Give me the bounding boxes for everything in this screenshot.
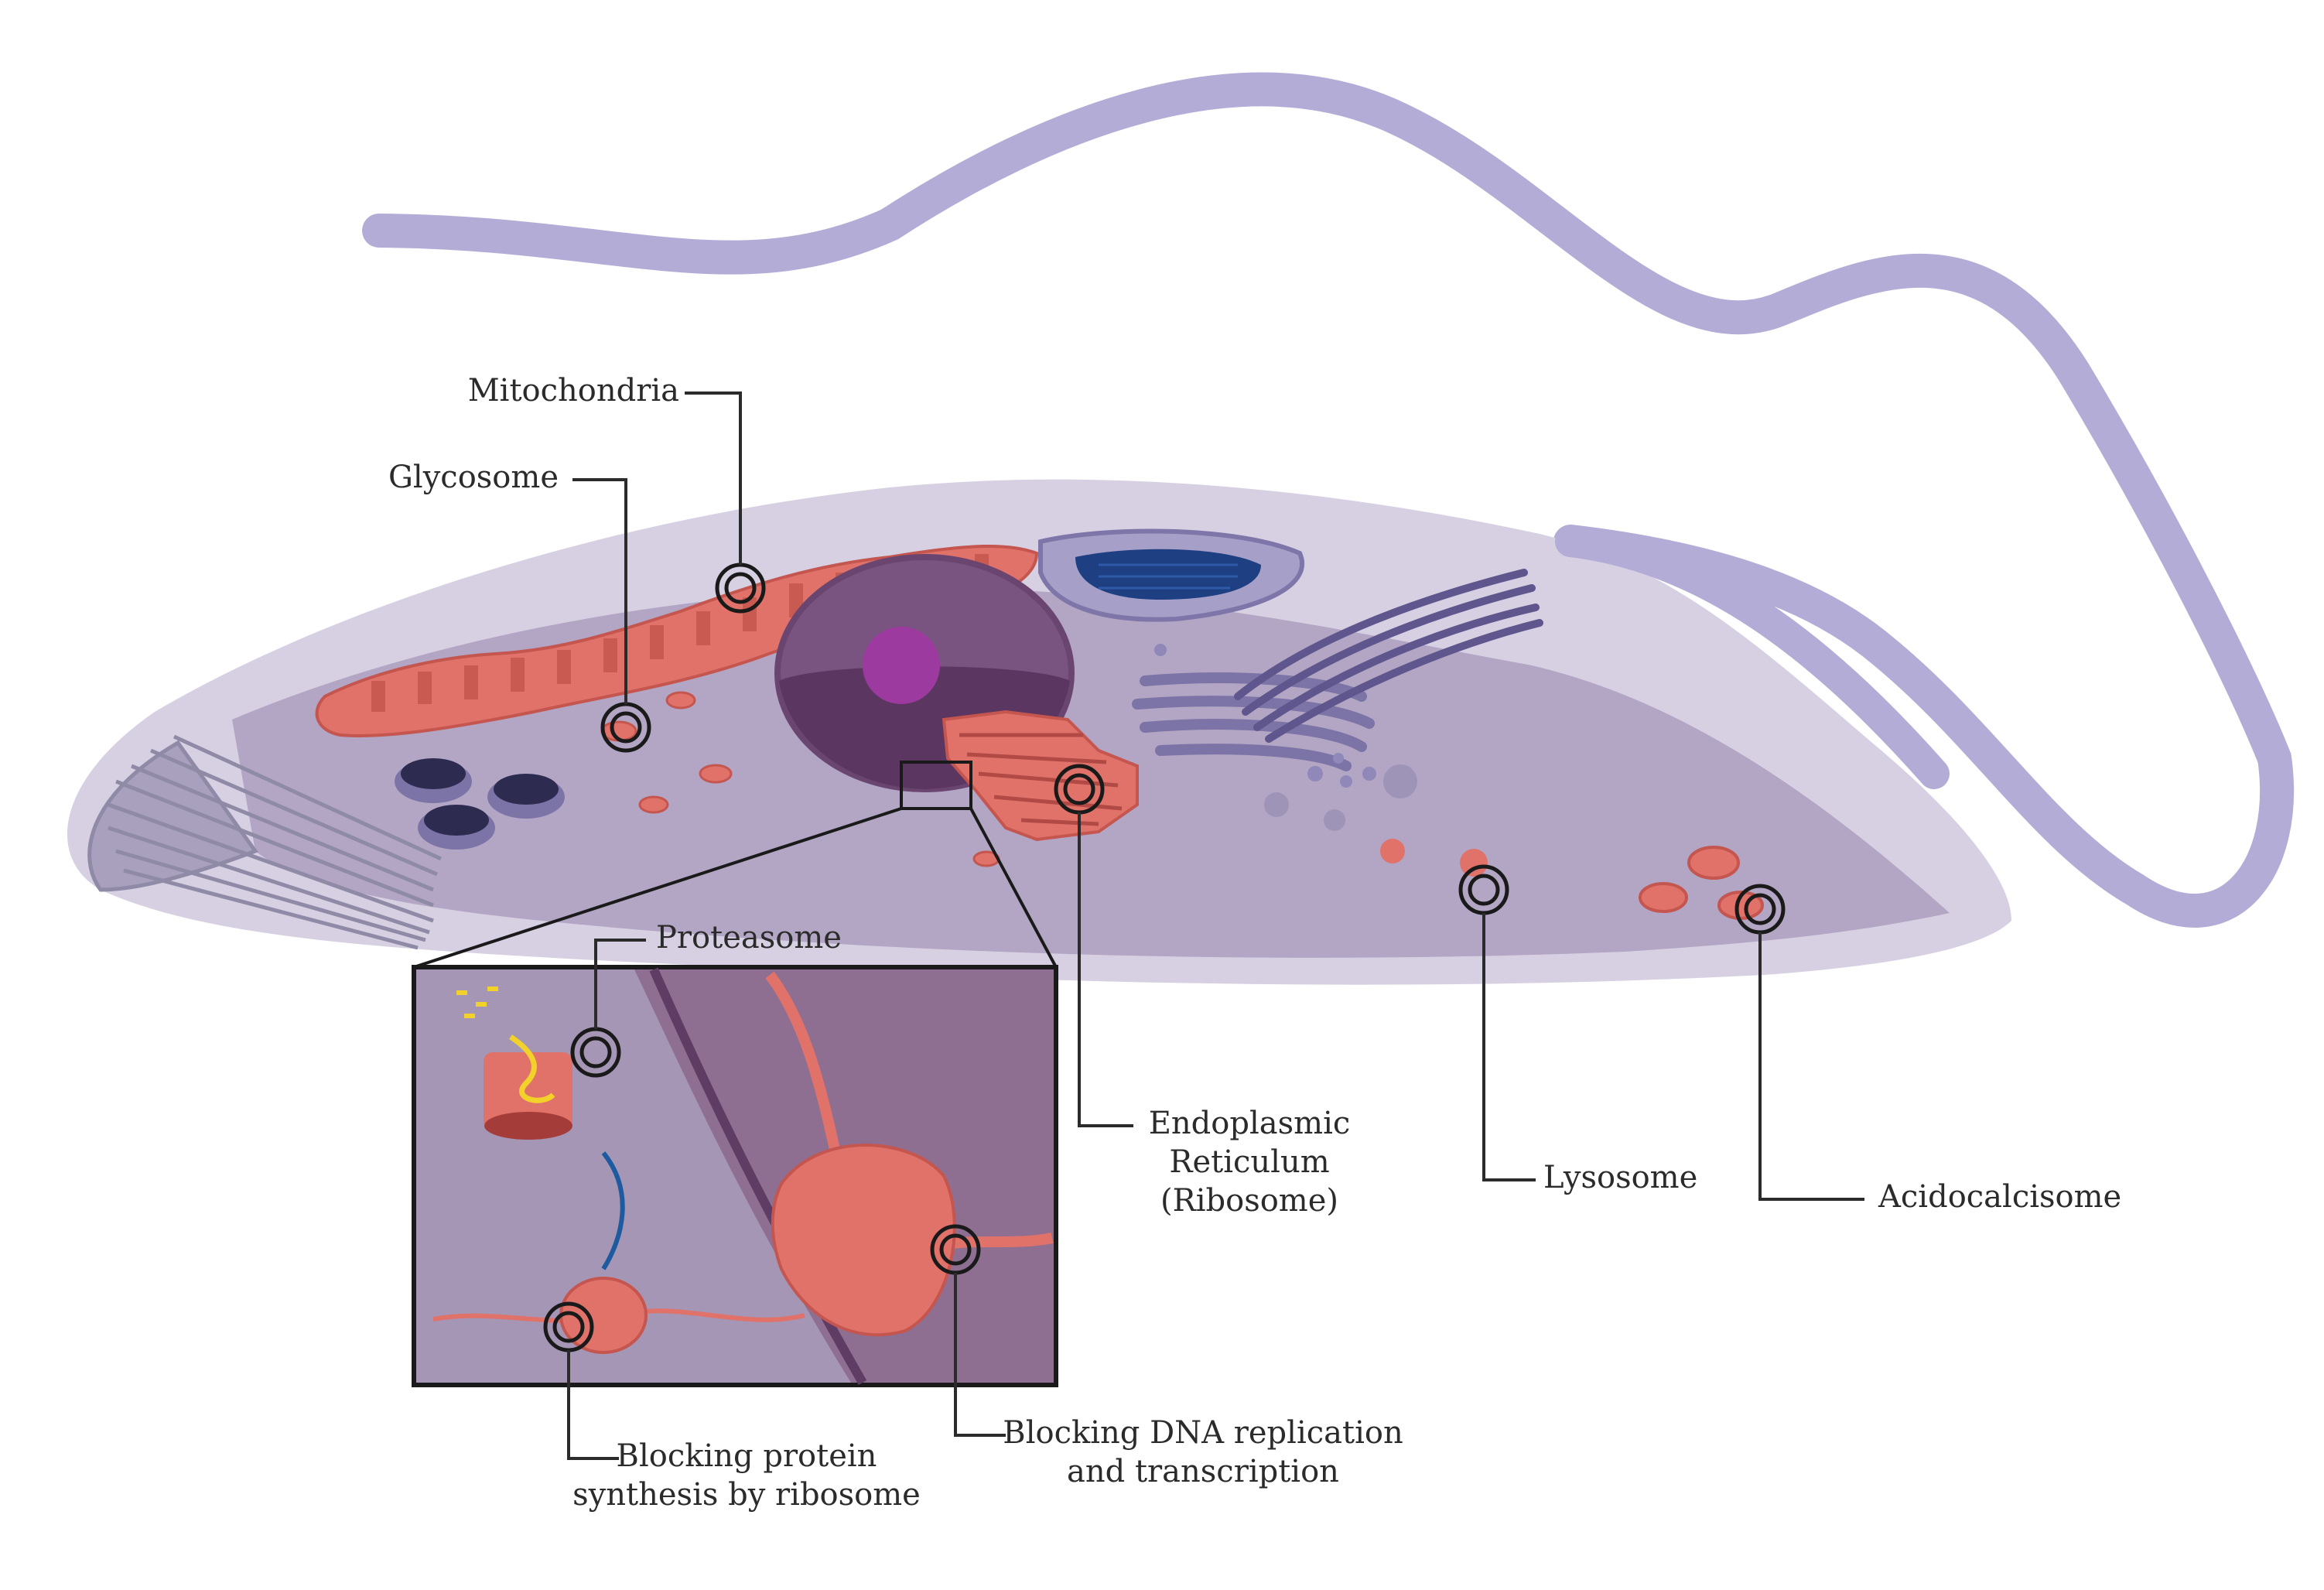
inset-panel bbox=[412, 965, 1058, 1387]
label-er-line1: Endoplasmic bbox=[1149, 1106, 1351, 1141]
label-dna-line2: and transcription bbox=[1067, 1454, 1339, 1489]
label-er-line2: Reticulum bbox=[1169, 1144, 1329, 1180]
leader-lines bbox=[567, 392, 1864, 1460]
flagellar-membrane bbox=[1555, 526, 1950, 789]
label-glycosome: Glycosome bbox=[388, 460, 559, 495]
acidocalcisomes bbox=[1639, 846, 1764, 920]
label-lysosome: Lysosome bbox=[1543, 1160, 1697, 1195]
proteasome bbox=[456, 986, 572, 1140]
flagellar-rootlets bbox=[1234, 569, 1543, 743]
label-acidocalcisome: Acidocalcisome bbox=[1878, 1179, 2121, 1215]
glycosomes bbox=[600, 691, 1000, 867]
label-protein-line1: Blocking protein bbox=[617, 1438, 877, 1474]
mrna-strand bbox=[601, 1151, 625, 1270]
zoom-indicator bbox=[413, 761, 1058, 969]
label-dna-line1: Blocking DNA replication bbox=[1003, 1415, 1403, 1451]
dna-helix bbox=[765, 971, 841, 1154]
label-blocking-protein: Blocking protein synthesis by ribosome bbox=[572, 1438, 921, 1513]
label-protein-line2: synthesis by ribosome bbox=[572, 1477, 921, 1513]
label-er-line3: (Ribosome) bbox=[1160, 1183, 1338, 1219]
golgi-apparatus bbox=[1132, 672, 1375, 771]
label-endoplasmic-reticulum: Endoplasmic Reticulum (Ribosome) bbox=[1149, 1106, 1351, 1219]
nucleolus bbox=[863, 627, 940, 704]
dna-polymerase bbox=[771, 1144, 956, 1337]
label-mitochondria: Mitochondria bbox=[468, 373, 679, 409]
vacuoles bbox=[1264, 764, 1417, 831]
kinetoplast bbox=[1038, 528, 1304, 622]
label-proteasome: Proteasome bbox=[656, 920, 842, 956]
label-blocking-dna: Blocking DNA replication and transcripti… bbox=[1003, 1415, 1403, 1489]
golgi-vesicles bbox=[1154, 644, 1376, 788]
endoplasmic-reticulum bbox=[942, 710, 1139, 842]
vesicles bbox=[395, 758, 565, 850]
flagellum bbox=[362, 72, 2295, 928]
posterior-ridges bbox=[87, 734, 443, 950]
lysosomes bbox=[1380, 839, 1488, 877]
